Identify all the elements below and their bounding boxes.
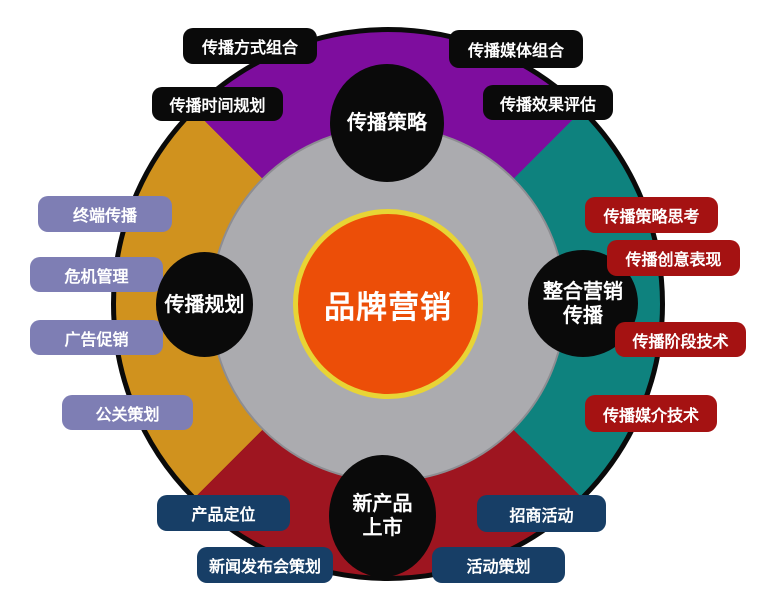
topic-box: 传播效果评估 [483, 85, 613, 120]
topic-box-label: 传播媒介技术 [602, 407, 699, 425]
topic-box: 广告促销 [30, 320, 163, 355]
topic-box: 活动策划 [432, 547, 565, 583]
topic-box-label: 传播媒体组合 [467, 43, 564, 60]
topic-box: 危机管理 [30, 257, 163, 292]
topic-box: 传播时间规划 [152, 87, 283, 121]
hub-label-line: 上市 [362, 517, 403, 539]
topic-box-label: 传播效果评估 [499, 96, 596, 114]
center-circle: 品牌营销 [293, 209, 483, 399]
hub-label-line: 新产品 [352, 493, 413, 515]
topic-box-label: 危机管理 [64, 268, 129, 286]
topic-box: 传播创意表现 [607, 240, 740, 276]
topic-box-label: 传播创意表现 [625, 252, 722, 269]
topic-box: 传播阶段技术 [615, 322, 746, 357]
topic-box: 招商活动 [477, 495, 606, 532]
topic-box: 传播媒介技术 [585, 395, 717, 432]
hub-communication-strategy: 传播策略 [330, 64, 444, 182]
hub-label-line: 整合营销 [543, 280, 623, 303]
topic-box-label: 终端传播 [72, 208, 137, 225]
hub-label-line: 传播 [563, 304, 603, 327]
topic-box-label: 广告促销 [64, 331, 129, 349]
topic-box: 公关策划 [62, 395, 193, 430]
hub-label-line: 传播策略 [347, 112, 427, 134]
topic-box: 产品定位 [157, 495, 290, 531]
topic-box-label: 活动策划 [466, 559, 531, 576]
topic-box-label: 传播方式组合 [201, 40, 298, 57]
topic-box: 终端传播 [38, 196, 172, 232]
topic-box: 传播方式组合 [183, 28, 317, 64]
topic-box-label: 新闻发布会策划 [208, 559, 321, 576]
center-label: 品牌营销 [324, 289, 452, 325]
topic-box-label: 产品定位 [191, 507, 256, 524]
topic-box-label: 公关策划 [95, 406, 160, 424]
topic-box: 传播策略思考 [585, 197, 718, 233]
hub-new-product-launch: 新产品 上市 [329, 455, 436, 577]
topic-box: 新闻发布会策划 [197, 547, 333, 583]
topic-box-label: 传播阶段技术 [632, 333, 729, 351]
topic-box: 传播媒体组合 [449, 30, 583, 68]
hub-label-line: 传播规划 [164, 293, 245, 316]
hub-communication-planning: 传播规划 [156, 252, 253, 357]
topic-box-label: 传播策略思考 [603, 209, 700, 226]
topic-box-label: 传播时间规划 [169, 98, 266, 115]
topic-box-label: 招商活动 [509, 507, 574, 525]
